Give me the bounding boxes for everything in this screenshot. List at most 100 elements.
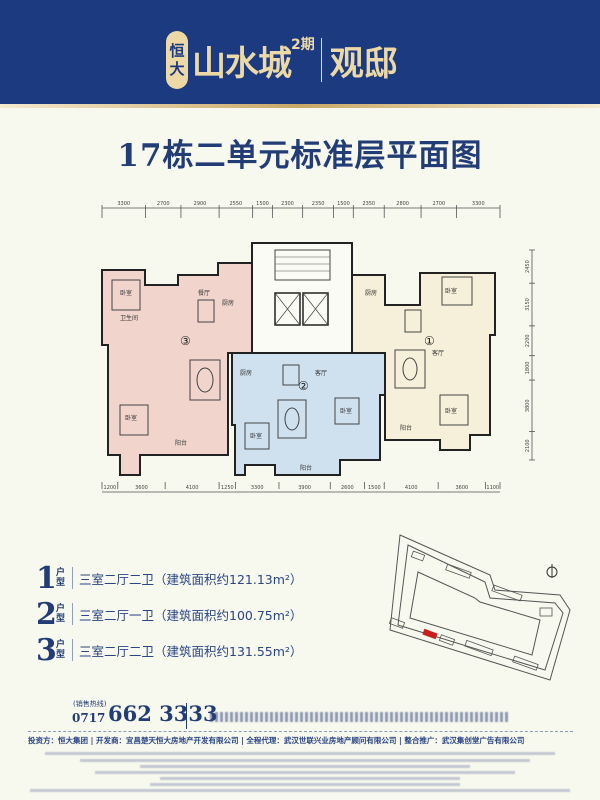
disclaimer-line (45, 752, 555, 755)
dimension-label: 2300 (281, 201, 294, 207)
dimension-label: 2900 (194, 201, 207, 207)
divider (72, 639, 73, 661)
dimension-label: 2350 (362, 201, 375, 207)
unit-number: 1 (36, 560, 57, 596)
stair-treads (275, 256, 330, 272)
unit-3-mark: ③ (180, 334, 191, 348)
dimension-label: 4100 (186, 485, 199, 491)
dimension-label: 2800 (396, 201, 409, 207)
unit-type-label: 户型 (56, 568, 66, 588)
stair-elevator-core (251, 242, 353, 354)
divider (72, 567, 73, 589)
project-logo: 恒 大 山水城 2期 观邸 (166, 28, 398, 92)
slogan-blurred (210, 712, 510, 722)
building-17-highlight (422, 628, 438, 640)
hotline-number: 662 3333 (108, 701, 218, 726)
dimension-label: 1500 (337, 201, 350, 207)
disclaimer-line (160, 777, 460, 780)
dimension-label: 1500 (256, 201, 269, 207)
dimension-label: 3300 (117, 201, 130, 207)
room-label: 阳台 (175, 439, 187, 447)
floor-plan: 3300 2700 2900 2550 1500 2300 2350 1500 2350 2800… (101, 201, 535, 493)
room-label: 卧室 (250, 432, 262, 440)
inner-road (409, 571, 541, 656)
brand-name: 山水城 (192, 43, 292, 84)
unit-type-2: 2 户型 三室二厅一卫（建筑面积约100.75m²） (36, 596, 302, 632)
dimension-label: 2450 (525, 260, 531, 273)
staircase (274, 249, 331, 281)
logo-separator (320, 38, 322, 82)
unit-number: 3 (36, 632, 57, 668)
dimension-label: 2700 (432, 201, 445, 207)
sales-hotline: (销售热线) 0717 662 3333 (72, 700, 218, 730)
seal-char: 恒 (169, 42, 185, 60)
disclaimer-line (95, 771, 515, 774)
site-boundary (389, 534, 571, 681)
unit-type-3: 3 户型 三室二厅二卫（建筑面积约131.55m²） (36, 632, 302, 668)
room-label: 阳台 (400, 424, 412, 432)
dashed-divider (28, 731, 573, 732)
room-label: 餐厅 (198, 289, 210, 297)
room-label: 客厅 (432, 349, 444, 357)
evergrande-seal: 恒 大 (166, 31, 188, 89)
disclaimer-line (140, 765, 470, 768)
dimension-label: 3300 (472, 201, 485, 207)
room-label: 卧室 (125, 414, 137, 422)
divider (72, 603, 73, 625)
unit-type-1: 1 户型 三室二厅二卫（建筑面积约121.13m²） (36, 560, 302, 596)
dimension-label: 2350 (312, 201, 325, 207)
unit-type-list: 1 户型 三室二厅二卫（建筑面积约121.13m²） 2 户型 三室二厅一卫（建… (36, 560, 302, 668)
hotline-area-code: 0717 (72, 711, 106, 725)
disclaimer-line (30, 789, 570, 792)
dimension-label: 3800 (525, 399, 531, 412)
disclaimer-line (150, 783, 460, 786)
seal-char: 大 (169, 60, 185, 78)
company-credits: 投资方：恒大集团 | 开发商：宜昌楚天恒大房地产开发有限公司 | 全程代理：武汉… (28, 736, 525, 745)
dimension-label: 4100 (405, 485, 418, 491)
site-plan (388, 534, 571, 681)
buildings (388, 550, 553, 671)
dimension-label: 3300 (251, 485, 264, 491)
room-label: 卧室 (120, 289, 132, 297)
dimension-lines: 3300 2700 2900 2550 1500 2300 2350 1500 2350 2800… (101, 201, 535, 493)
unit-type-label: 户型 (56, 604, 66, 624)
page-title: 17栋二单元标准层平面图 (117, 138, 483, 174)
unit-type-label: 户型 (56, 640, 66, 660)
room-label: 厨房 (365, 289, 377, 297)
hotline-label: (销售热线) (73, 700, 107, 708)
room-label: 厨房 (240, 369, 252, 377)
dimension-label: 3600 (135, 485, 148, 491)
hotline-divider (186, 703, 187, 729)
room-label: 卧室 (445, 287, 457, 295)
dimension-label: 2600 (341, 485, 354, 491)
dimension-label: 3900 (298, 485, 311, 491)
unit-2-mark: ② (298, 379, 309, 393)
dimension-label: 2100 (525, 439, 531, 452)
dimension-label: 3600 (455, 485, 468, 491)
unit-description: 三室二厅一卫（建筑面积约100.75m²） (79, 607, 303, 623)
north-arrow-icon (546, 564, 558, 578)
room-label: 卧室 (445, 407, 457, 415)
dimension-label: 1800 (525, 362, 531, 375)
disclaimer-line (80, 759, 530, 762)
room-label: 客厅 (315, 369, 327, 377)
room-label: 厨房 (222, 299, 234, 307)
dimension-label: 2700 (157, 201, 170, 207)
dimension-label: 2200 (525, 334, 531, 347)
dimension-label: 1200 (104, 485, 117, 491)
dimension-label: 1100 (486, 485, 499, 491)
dimension-label: 1500 (368, 485, 381, 491)
room-label: 卧室 (340, 407, 352, 415)
unit-1-area (351, 272, 496, 451)
unit-description: 三室二厅二卫（建筑面积约121.13m²） (79, 571, 303, 587)
elevator-1 (274, 292, 301, 326)
project-subtitle: 观邸 (329, 43, 398, 84)
phase-badge: 2期 (291, 37, 315, 53)
dimension-label: 2550 (230, 201, 243, 207)
unit-2-area (231, 352, 386, 476)
header-banner (0, 0, 600, 104)
gold-divider (0, 104, 600, 108)
room-label: 阳台 (300, 464, 312, 472)
unit-description: 三室二厅二卫（建筑面积约131.55m²） (79, 643, 303, 659)
unit-number: 2 (36, 596, 57, 632)
